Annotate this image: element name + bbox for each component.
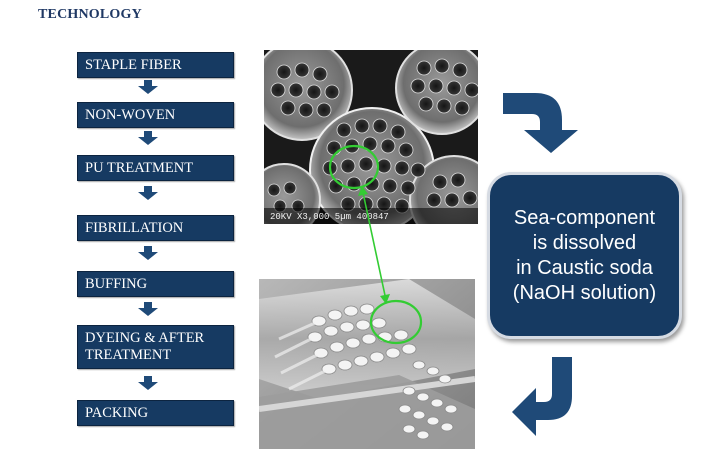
- connector-arrowhead-icon: [380, 294, 390, 304]
- down-arrow-icon: [138, 131, 158, 145]
- highlight-circle-top: [328, 144, 380, 190]
- callout-text: Sea-component is dissolved in Caustic so…: [512, 206, 657, 304]
- step-staple-fiber: STAPLE FIBER: [77, 52, 234, 78]
- micrograph-fibrillated: [259, 279, 475, 449]
- step-pu-treatment: PU TREATMENT: [77, 155, 234, 181]
- down-arrow-icon: [138, 246, 158, 260]
- page-title: TECHNOLOGY: [38, 7, 142, 22]
- step-buffing: BUFFING: [77, 271, 234, 297]
- highlight-circle-bottom: [369, 299, 423, 345]
- step-packing: PACKING: [77, 400, 234, 426]
- down-arrow-icon: [138, 80, 158, 94]
- micrograph-cross-section: 20KV X3,000 5µm 400847: [264, 50, 478, 224]
- step-non-woven: NON-WOVEN: [77, 102, 234, 128]
- dissolution-callout: Sea-component is dissolved in Caustic so…: [487, 172, 682, 339]
- down-arrow-icon: [138, 186, 158, 200]
- connector-arrowhead-icon: [358, 186, 368, 196]
- connector-line: [361, 187, 387, 301]
- micrograph-caption: 20KV X3,000 5µm 400847: [270, 212, 389, 222]
- step-fibrillation: FIBRILLATION: [77, 215, 234, 241]
- curved-arrow-down-icon: [503, 93, 578, 153]
- curved-arrow-left-icon: [512, 357, 572, 436]
- step-dyeing-after-treatment: DYEING & AFTER TREATMENT: [77, 325, 234, 369]
- down-arrow-icon: [138, 302, 158, 316]
- down-arrow-icon: [138, 376, 158, 390]
